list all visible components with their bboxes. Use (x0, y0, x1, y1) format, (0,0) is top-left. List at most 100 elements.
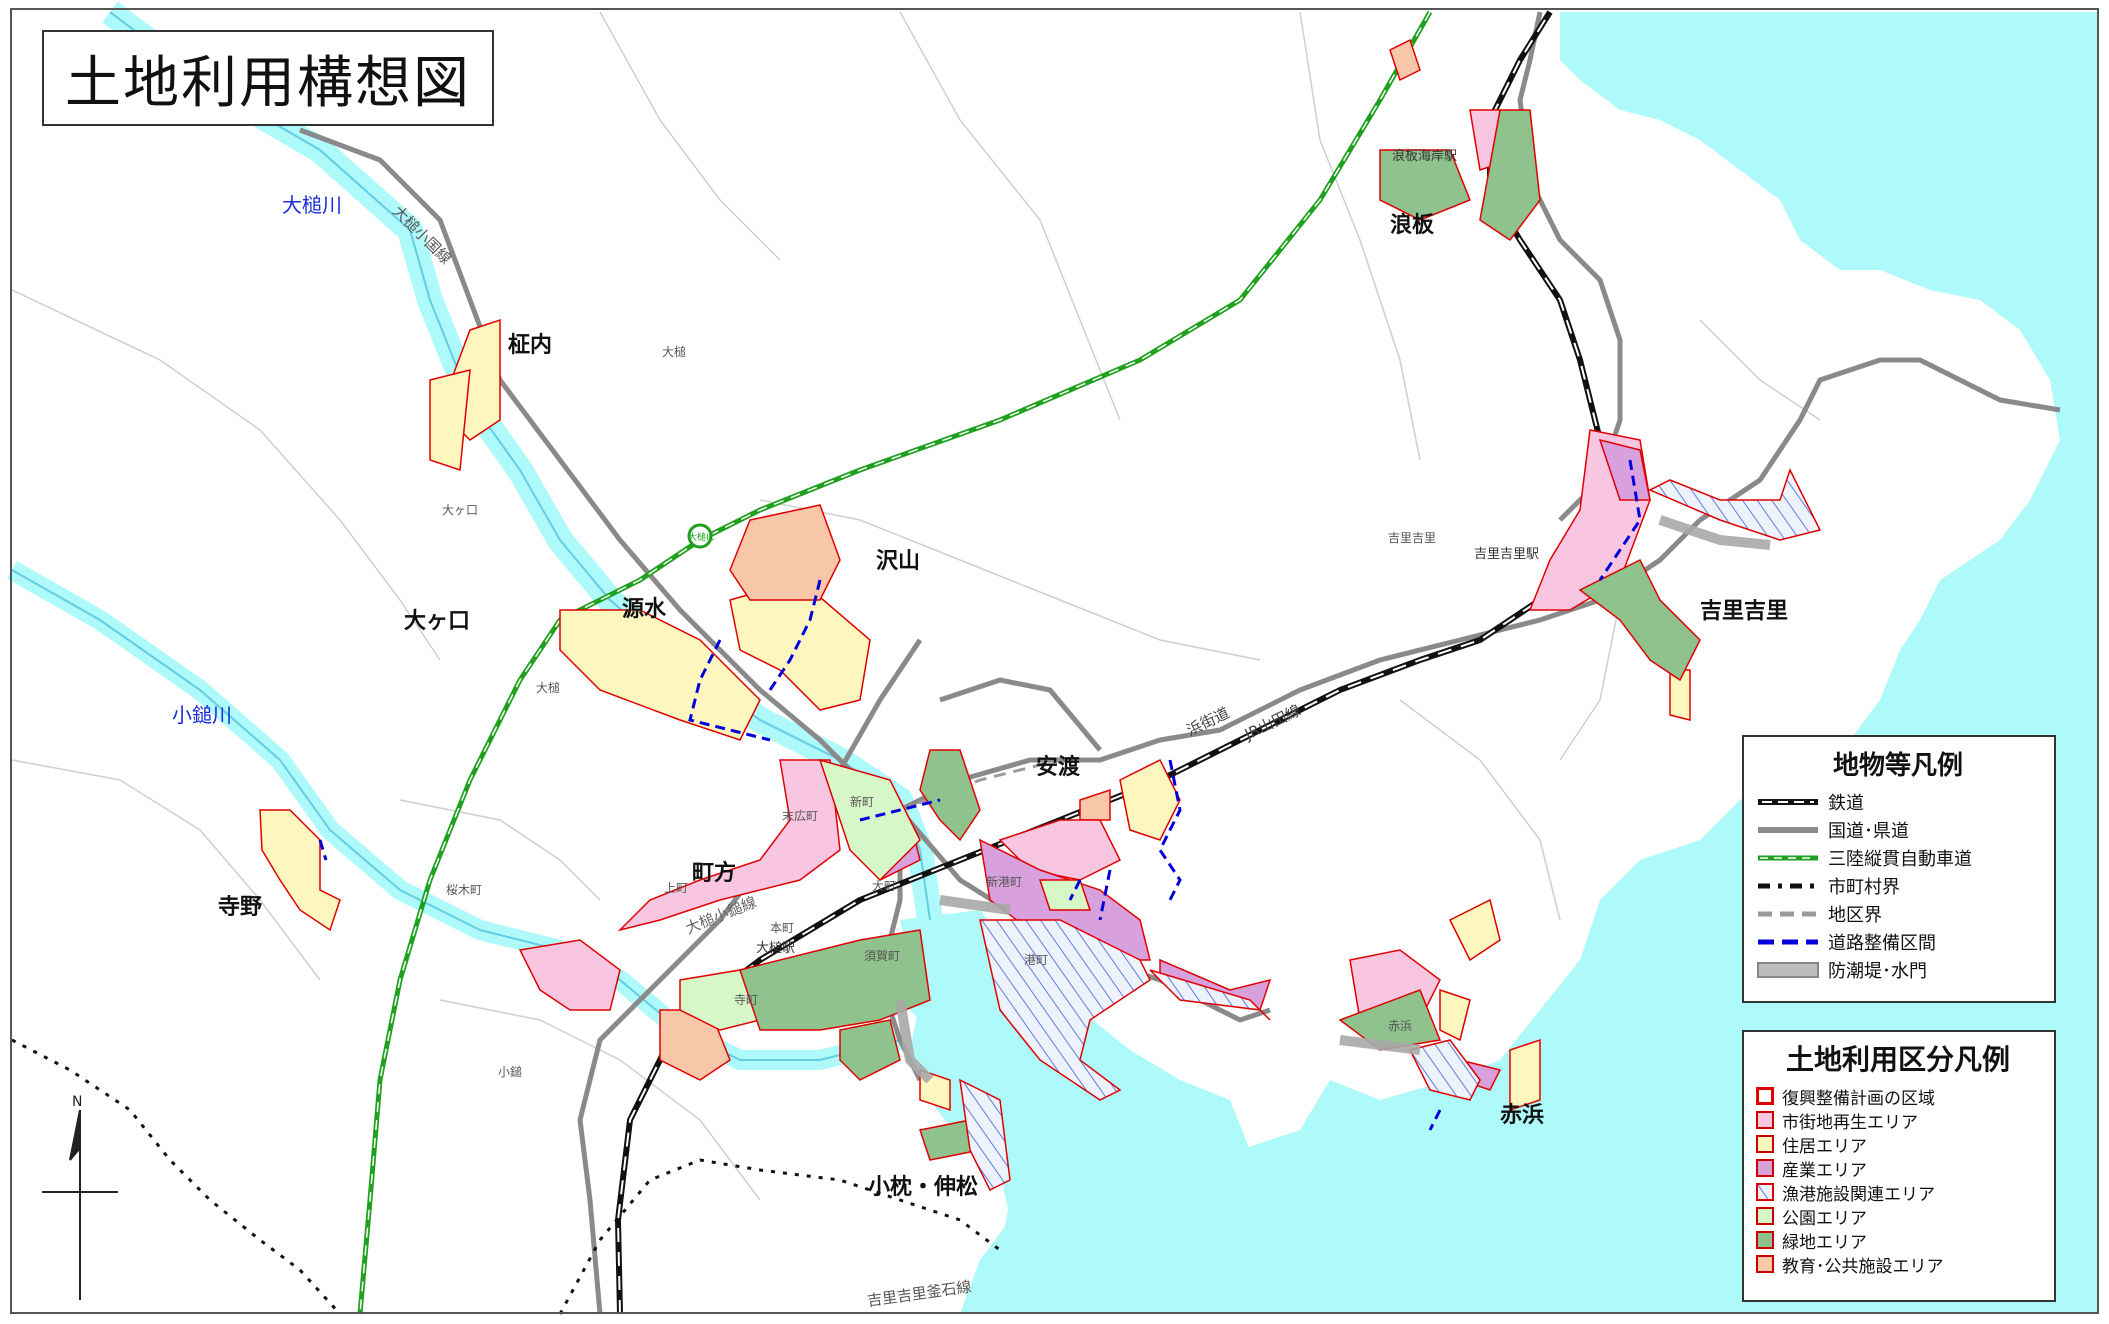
zone-fishing-port (1408, 1039, 1481, 1101)
area-label: 港町 (1024, 953, 1048, 967)
north-label: N (72, 1094, 82, 1110)
station-label: 浪板海岸駅 (1392, 149, 1457, 164)
public-facility-icon (1756, 1255, 1774, 1273)
railway-icon (1758, 799, 1818, 805)
legend-label: 復興整備計画の区域 (1782, 1088, 1935, 1109)
area-label: 寺町 (734, 993, 758, 1007)
area-label: 小鎚 (498, 1064, 522, 1079)
zone-residential (1439, 988, 1471, 1042)
district-label: 浪板 (1390, 212, 1435, 238)
area-label: 新町 (850, 794, 874, 809)
area-label: 大槌 (662, 344, 686, 359)
legend-row-public-facility: 教育･公共施設エリア (1756, 1252, 2040, 1277)
map-title-box: 土地利用構想図 (42, 30, 494, 126)
road-works-icon (1758, 939, 1818, 945)
district-label: 安渡 (1036, 754, 1081, 780)
district-label: 吉里吉里 (1700, 598, 1788, 624)
legend-row-railway: 鉄道 (1756, 788, 2040, 816)
legend-row-expressway: 三陸縦貫自動車道 (1756, 844, 2040, 872)
zone-public (1389, 38, 1421, 82)
river-label: 小鎚川 (172, 703, 232, 727)
zone-fishing-port (979, 919, 1151, 1101)
zone-residential (1509, 1038, 1541, 1112)
district-label: 大ヶ口 (404, 609, 470, 634)
legend-label: 緑地エリア (1782, 1232, 1867, 1253)
legend-row-national-road: 国道･県道 (1756, 816, 2040, 844)
ic-label: 大槌IC (688, 531, 715, 543)
seawall-icon (1757, 962, 1819, 978)
area-label: 本町 (770, 921, 794, 935)
zone-industrial (1598, 438, 1651, 501)
area-label: 末広町 (782, 809, 818, 823)
road-works (318, 459, 1642, 1131)
fishing-port-icon (1756, 1183, 1774, 1201)
legend-row-road-works: 道路整備区間 (1756, 928, 2040, 956)
area-label: 大町 (872, 879, 896, 893)
area-label: 大槌 (536, 680, 560, 695)
park-icon (1756, 1207, 1774, 1225)
station-label: 吉里吉里駅 (1474, 547, 1539, 562)
road-label: 吉里吉里釜石線 (866, 1278, 972, 1310)
legend-label: 教育･公共施設エリア (1782, 1256, 1944, 1277)
legend-label: 市町村界 (1828, 877, 1900, 898)
landuse-legend-title: 土地利用区分凡例 (1785, 1043, 2010, 1076)
legend-row-residential: 住居エリア (1756, 1132, 2040, 1157)
municipal-boundary-icon (1758, 883, 1818, 889)
zone-residential (559, 609, 761, 741)
green-icon (1756, 1231, 1774, 1249)
legend-label: 公園エリア (1782, 1208, 1867, 1229)
plan-area-icon (1756, 1087, 1774, 1105)
legend-row-seawall: 防潮堤･水門 (1756, 956, 2040, 984)
residential-icon (1756, 1135, 1774, 1153)
legend-row-fishing-port: 漁港施設関連エリア (1756, 1180, 2040, 1205)
legend-label: 道路整備区間 (1828, 933, 1936, 954)
district-label: 赤浜 (1500, 1103, 1544, 1128)
area-label: 上町 (664, 881, 688, 895)
district-label: 柾内 (508, 333, 552, 358)
municipal-boundary (11, 1038, 1001, 1316)
legend-row-industrial: 産業エリア (1756, 1156, 2040, 1181)
legend-row-green: 緑地エリア (1756, 1228, 2040, 1253)
feature-legend: 地物等凡例 鉄道 国道･県道 三陸縦貫自動車道 市町村界 地区界 道路整備区間 … (1742, 735, 2056, 1003)
zone-green (1479, 109, 1541, 242)
zone-residential (1119, 758, 1181, 841)
zone-green (1379, 149, 1471, 221)
legend-row-municipal-boundary: 市町村界 (1756, 872, 2040, 900)
legend-label: 国道･県道 (1828, 821, 1909, 842)
urban-regen-icon (1756, 1111, 1774, 1129)
zone-residential (1448, 898, 1501, 962)
legend-label: 漁港施設関連エリア (1782, 1184, 1935, 1205)
zone-public (1079, 788, 1111, 821)
legend-label: 住居エリア (1782, 1136, 1867, 1157)
area-label: 新港町 (986, 874, 1022, 889)
kozuchi-river-edge (11, 569, 901, 1061)
zone-fishing-port (1149, 969, 1271, 1021)
legend-row-plan-area: 復興整備計画の区域 (1756, 1084, 2040, 1109)
district-boundary-icon (1758, 911, 1818, 917)
north-arrow-icon (42, 1109, 118, 1300)
road-label: JR山田線 (1241, 701, 1304, 744)
area-label: 大ヶ口 (442, 503, 478, 517)
area-label: 桜木町 (446, 883, 482, 897)
zone-fishing-port (1648, 468, 1822, 541)
feature-legend-title: 地物等凡例 (1832, 751, 1963, 781)
zone-park (818, 758, 921, 882)
map-title: 土地利用構想図 (65, 50, 471, 116)
industrial-icon (1756, 1159, 1774, 1177)
zone-fishing-port (959, 1078, 1011, 1192)
bay-area (900, 910, 1250, 1314)
district-label: 小枕・伸松 (868, 1175, 978, 1200)
zone-green (1578, 558, 1701, 682)
river-label: 大槌川 (282, 193, 342, 217)
landuse-legend: 土地利用区分凡例 復興整備計画の区域 市街地再生エリア 住居エリア 産業エリア … (1742, 1030, 2056, 1302)
district-label: 寺野 (218, 895, 262, 920)
land-use-zones (259, 38, 1822, 1192)
zone-public (729, 504, 841, 601)
legend-row-urban-regen: 市街地再生エリア (1756, 1108, 2040, 1133)
legend-label: 防潮堤･水門 (1828, 961, 1927, 982)
legend-label: 市街地再生エリア (1782, 1112, 1918, 1133)
expressway-icon (1758, 855, 1818, 861)
zone-green (919, 749, 981, 842)
legend-label: 産業エリア (1782, 1160, 1867, 1181)
zone-residential (429, 369, 471, 472)
